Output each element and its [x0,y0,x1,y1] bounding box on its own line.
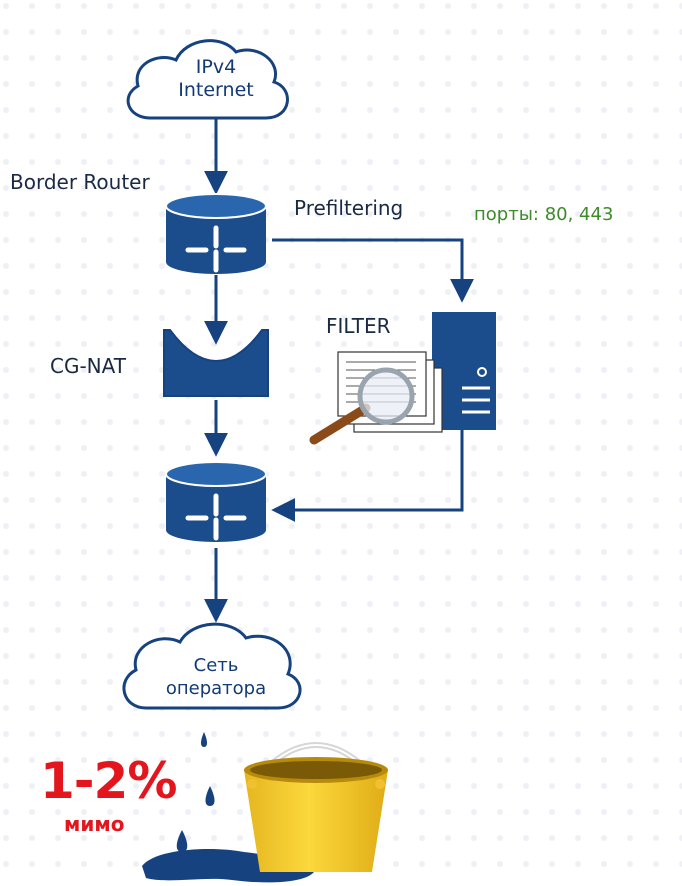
operator-cloud-label: Сеть оператора [150,654,282,700]
leak-caption: мимо [64,812,125,836]
border-router-label: Border Router [10,170,150,194]
operator-line1: Сеть [193,655,239,676]
operator-line2: оператора [165,678,267,699]
operator-cloud-icon [122,622,302,710]
filter-server-icon [432,312,496,430]
internet-cloud-label: IPv4 Internet [166,56,266,102]
magnifier-icon [309,367,415,445]
internet-cloud-icon [126,39,289,120]
water-drops-icon [176,732,215,852]
ports-label: порты: 80, 443 [474,204,614,225]
prefiltering-label: Prefiltering [294,196,404,220]
cgnat-icon-inner [174,329,258,359]
cgnat-label: CG-NAT [50,354,126,378]
bucket-icon [244,742,388,872]
border-router-icon [165,193,267,274]
core-router-icon [165,461,267,542]
cgnat-icon [163,329,269,397]
internet-line1: IPv4 [195,56,237,78]
internet-line2: Internet [178,79,254,101]
filter-label: FILTER [326,314,391,338]
leak-percent: 1-2% [40,752,177,810]
connector-prefilter-filter [272,238,474,303]
connector-filter-router2 [271,428,464,522]
